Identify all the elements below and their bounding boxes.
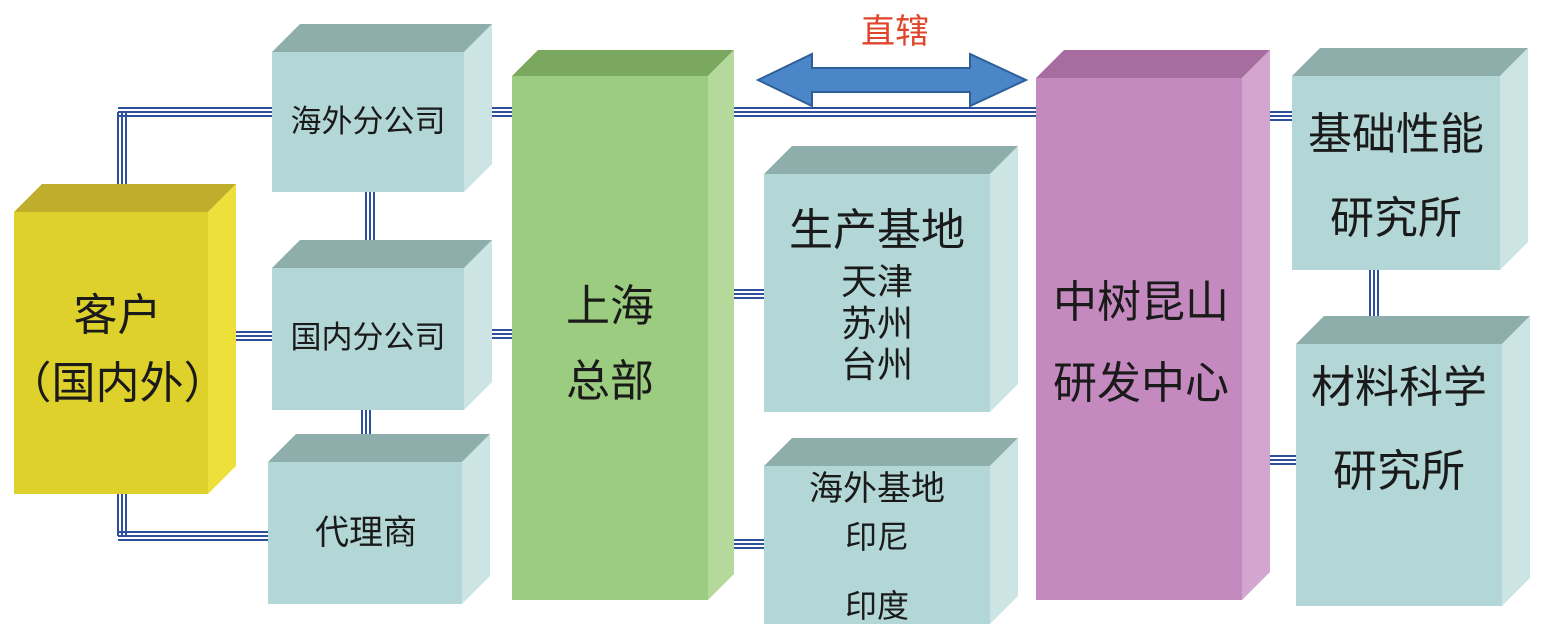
production-base-box-side xyxy=(990,146,1018,412)
overseas-branch-box-front xyxy=(272,52,464,192)
conn-customer-overseas xyxy=(118,107,272,117)
arrow-label: 直辖 xyxy=(861,12,929,53)
conn-customer-down xyxy=(117,494,127,536)
boxes xyxy=(14,24,1530,624)
overseas-branch-box xyxy=(272,24,492,192)
overseas-branch-box-side xyxy=(464,24,492,192)
agent-box xyxy=(268,434,490,604)
conn-customer-agent xyxy=(118,531,268,541)
domestic-branch-box xyxy=(272,240,492,410)
overseas-branch-label: 海外分公司 xyxy=(290,104,446,141)
material-science-institute-box xyxy=(1296,316,1530,606)
hq-box-side xyxy=(708,50,734,600)
overseas-base-box-side xyxy=(990,438,1018,624)
hq-box-top xyxy=(512,50,734,76)
production-base-label: 生产基地 天津 苏州 台州 xyxy=(789,204,965,386)
connectors xyxy=(117,107,1379,549)
production-base-box-front xyxy=(764,174,990,412)
customer-box-top xyxy=(14,184,236,212)
agent-label: 代理商 xyxy=(315,513,417,554)
hq-box xyxy=(512,50,734,600)
material-science-institute-box-top xyxy=(1296,316,1530,344)
customer-box-side xyxy=(208,184,236,494)
domestic-branch-box-side xyxy=(464,240,492,410)
agent-box-front xyxy=(268,462,462,604)
agent-box-top xyxy=(268,434,490,462)
overseas-base-label: 海外基地 印尼 印度 xyxy=(809,468,945,625)
basic-performance-institute-box-front xyxy=(1292,76,1500,270)
basic-performance-institute-box-top xyxy=(1292,48,1528,76)
domestic-branch-label: 国内分公司 xyxy=(290,320,446,357)
conn-customer-up xyxy=(117,112,127,196)
material-science-institute-label: 材料科学 研究所 xyxy=(1311,362,1487,497)
overseas-base-box-front xyxy=(764,466,990,624)
basic-performance-institute-box xyxy=(1292,48,1528,270)
overseas-branch-box-top xyxy=(272,24,492,52)
agent-box-side xyxy=(462,434,490,604)
customer-box-front xyxy=(14,212,208,494)
overseas-base-box-top xyxy=(764,438,1018,466)
basic-performance-institute-box-side xyxy=(1500,48,1528,270)
production-base-box-top xyxy=(764,146,1018,174)
rnd-center-label: 中树昆山 研发中心 xyxy=(1053,276,1229,409)
rnd-center-box xyxy=(1036,50,1270,600)
material-science-institute-box-front xyxy=(1296,344,1502,606)
customer-box xyxy=(14,184,236,494)
conn-overseas-domestic xyxy=(365,192,375,240)
domestic-branch-box-front xyxy=(272,268,464,410)
hq-label: 上海 总部 xyxy=(566,281,654,407)
domestic-branch-box-top xyxy=(272,240,492,268)
customer-label: 客户 （国内外） xyxy=(7,289,228,409)
overseas-base-box xyxy=(764,438,1018,624)
double-arrow-icon xyxy=(755,52,1029,108)
material-science-institute-box-side xyxy=(1502,316,1530,606)
rnd-center-box-top xyxy=(1036,50,1270,78)
rnd-center-box-side xyxy=(1242,50,1270,600)
conn-hq-rnd xyxy=(716,107,1036,117)
hq-box-front xyxy=(512,76,708,600)
rnd-center-box-front xyxy=(1036,78,1242,600)
production-base-box xyxy=(764,146,1018,412)
basic-performance-institute-label: 基础性能 研究所 xyxy=(1308,109,1484,244)
